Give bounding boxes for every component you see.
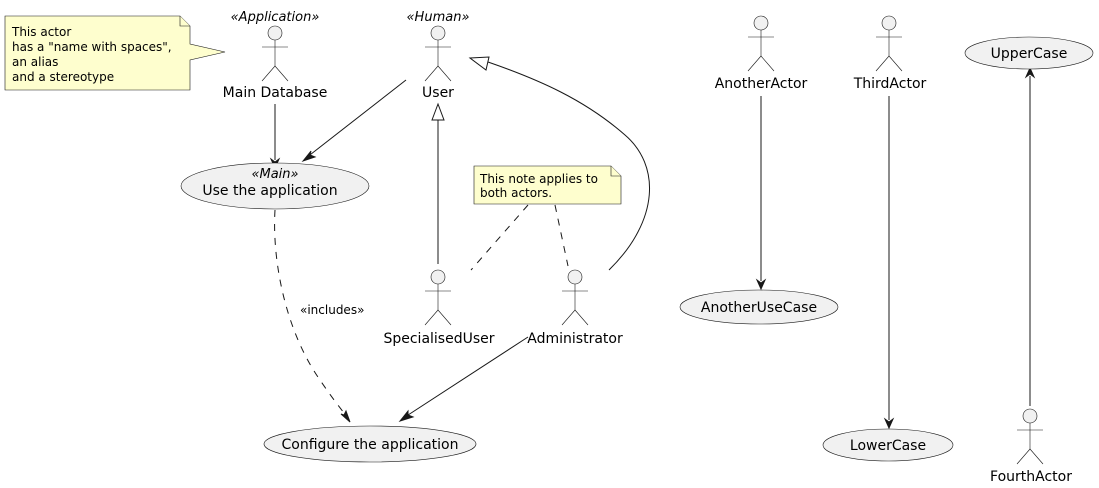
both-note-line-2: both actors.	[480, 186, 552, 200]
main-db-stereotype: «Application»	[231, 10, 320, 25]
actor-third-actor[interactable]: ThirdActor	[853, 15, 927, 92]
actor-another-actor[interactable]: AnotherActor	[715, 15, 808, 92]
actor-specialised-user[interactable]: SpecialisedUser	[383, 269, 495, 347]
edge-admin-to-user	[468, 56, 650, 271]
actor-note-line-1: This actor	[11, 25, 71, 39]
main-db-label: Main Database	[223, 85, 328, 101]
edge-user-to-use-app	[301, 79, 407, 163]
another-uc-label: AnotherUseCase	[701, 300, 817, 316]
both-actors-note: This note applies to both actors.	[473, 165, 622, 205]
actor-note-line-2: has a "name with spaces",	[12, 40, 172, 54]
fourth-actor-figure	[1016, 408, 1044, 465]
edge-includes: «includes»	[274, 209, 364, 423]
user-label: User	[422, 85, 454, 101]
edge-admin-to-configure	[398, 336, 529, 422]
actor-note: This actor has a "name with spaces", an …	[4, 15, 226, 91]
another-actor-figure	[747, 15, 775, 72]
usecase-another-use-case[interactable]: AnotherUseCase	[679, 289, 839, 325]
edge-note-to-actors	[470, 204, 569, 271]
user-stereotype: «Human»	[407, 10, 470, 25]
third-actor-figure	[875, 15, 903, 72]
admin-label: Administrator	[527, 331, 623, 347]
main-db-figure	[261, 25, 289, 82]
actor-main-database[interactable]: «Application» Main Database	[223, 10, 328, 101]
edge-fourth-to-uppercase	[1024, 66, 1036, 406]
usecase-configure-the-application[interactable]: Configure the application	[263, 425, 477, 463]
actor-user[interactable]: «Human» User	[407, 10, 470, 101]
usecase-use-the-application[interactable]: «Main» Use the application	[180, 162, 370, 210]
includes-label: «includes»	[300, 303, 364, 317]
actor-note-line-4: and a stereotype	[12, 70, 114, 84]
admin-figure	[561, 269, 589, 326]
another-actor-label: AnotherActor	[715, 76, 808, 92]
uppercase-label: UpperCase	[991, 46, 1068, 62]
lowercase-label: LowerCase	[850, 438, 926, 454]
edge-another-actor-to-uc	[755, 96, 767, 291]
use-app-label: Use the application	[202, 183, 337, 199]
actor-administrator[interactable]: Administrator	[527, 269, 623, 347]
third-actor-label: ThirdActor	[853, 76, 927, 92]
actor-fourth-actor[interactable]: FourthActor	[990, 408, 1072, 485]
usecase-lowercase[interactable]: LowerCase	[822, 428, 954, 462]
actor-note-line-3: an alias	[12, 55, 58, 69]
edge-specialised-to-user	[431, 102, 445, 264]
edge-maindb-to-use-app	[269, 104, 281, 170]
specialised-figure	[424, 269, 452, 326]
usecase-uppercase[interactable]: UpperCase	[964, 36, 1094, 70]
specialised-label: SpecialisedUser	[383, 331, 494, 347]
configure-label: Configure the application	[282, 437, 459, 453]
edge-third-to-lowercase	[883, 96, 895, 430]
fourth-actor-label: FourthActor	[990, 469, 1072, 485]
both-note-line-1: This note applies to	[479, 172, 598, 186]
use-app-stereotype: «Main»	[251, 167, 298, 182]
user-figure	[424, 25, 452, 82]
